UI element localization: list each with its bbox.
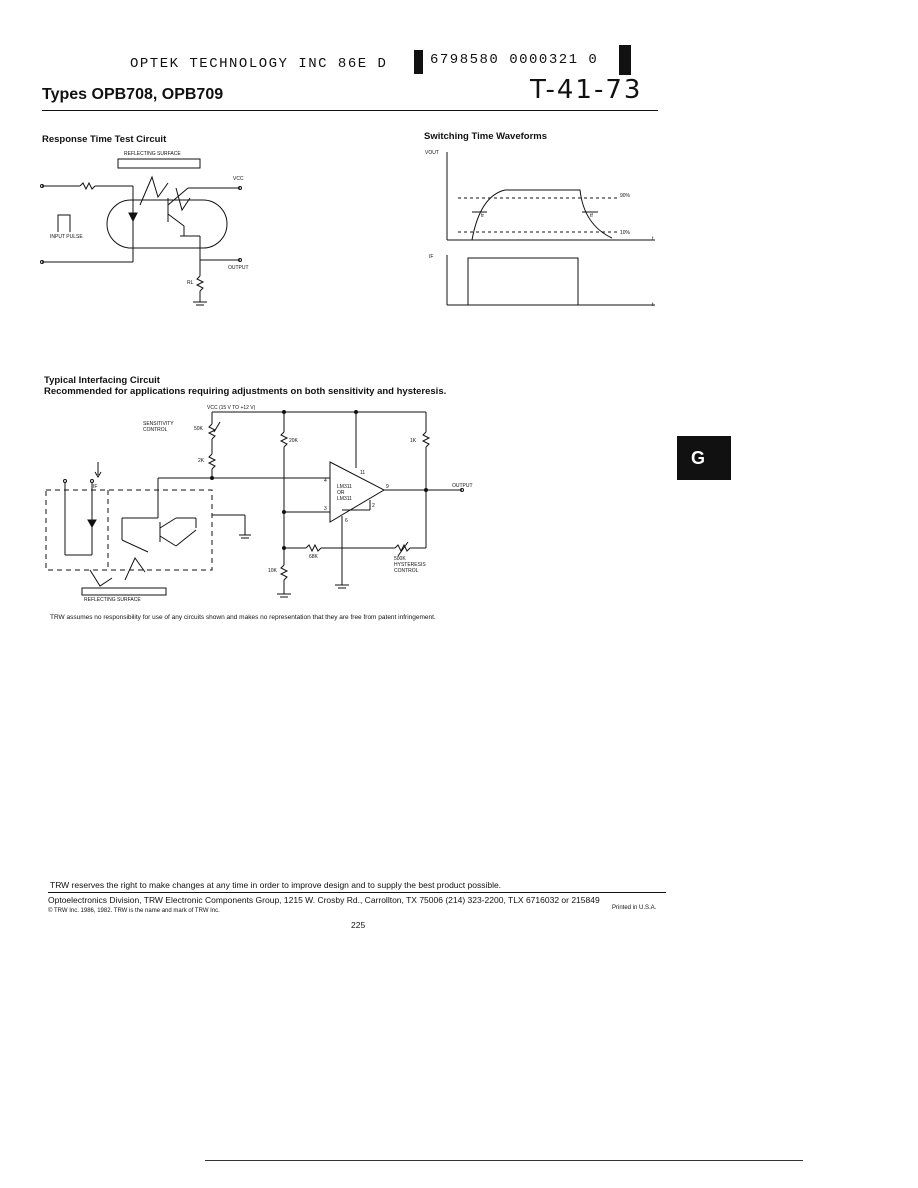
tr-label: tr [481,213,485,219]
pin4-label: 4 [324,478,327,484]
interface-circuit-subtitle: Recommended for applications requiring a… [44,386,447,397]
pin2-label: 2 [372,503,375,509]
hysteresis-label: HYSTERESIS [394,562,426,568]
sensitivity-label: SENSITIVITY [143,421,174,427]
r10k-label: 10K [268,568,277,574]
response-circuit-title: Response Time Test Circuit [42,134,167,145]
tf-label: tf [590,213,593,219]
response-output-label: OUTPUT [228,265,249,271]
time-axis-label-bottom: t [652,302,654,308]
opamp-label-1: LM311 [337,484,352,490]
sensitivity-control-label: CONTROL [143,427,168,433]
pct90-label: 90% [620,193,631,199]
response-reflecting-label: REFLECTING SURFACE [124,151,181,157]
handwritten-code: T-41-73 [530,75,643,105]
footer-copyright: © TRW Inc. 1986, 1982. TRW is the name a… [48,908,220,914]
waveforms-title: Switching Time Waveforms [424,131,547,142]
opamp-label-2: OR [337,490,345,496]
input-pulse-label: INPUT PULSE [50,234,83,240]
pct10-label: 10% [620,230,631,236]
section-tab: G [677,436,731,480]
response-vcc-label: VCC [233,176,244,182]
scan-bottom-line [205,1160,803,1161]
footer-printed: Printed in U.S.A. [612,905,657,911]
r500k-label: 500K [394,556,406,562]
disclaimer: TRW assumes no responsibility for use of… [50,614,436,621]
if-label: IF [429,254,434,260]
r68k-label: 68K [309,554,318,560]
vout-label: VOUT [425,150,439,156]
rl-label: RL [187,280,194,286]
opamp-label-3: LM311 [337,496,352,502]
section-tab-letter: G [691,448,706,468]
interface-reflecting-label: REFLECTING SURFACE [84,597,141,603]
interface-vcc-label: VCC (15 V TO +12 V) [207,405,256,411]
interface-output-label: OUTPUT [452,483,473,489]
sensor-housing [106,199,228,249]
interface-if-label: IF [93,484,98,490]
pin6-label: 6 [345,518,348,524]
time-axis-label-top: t [652,236,654,242]
page-title: Types OPB708, OPB709 [42,86,224,103]
reflecting-surface-box [117,158,201,169]
scan-code-line: 6798580 0000321 0 [430,52,599,68]
r2k-label: 2K [198,458,205,464]
hysteresis-control-label: CONTROL [394,568,419,574]
title-rule [42,110,658,111]
r20k-label: 20K [289,438,298,444]
pin3-label: 3 [324,506,327,512]
footer-division: Optoelectronics Division, TRW Electronic… [48,895,600,905]
scan-mark-left [414,50,423,74]
scan-header-line: OPTEK TECHNOLOGY INC 86E D [130,56,388,72]
footer-rule [48,892,666,893]
interface-circuit-title: Typical Interfacing Circuit [44,375,160,386]
page-number: 225 [351,920,366,930]
r50k-label: 50K [194,426,203,432]
pin9-label: 9 [386,484,389,490]
scan-mark-right [619,45,631,75]
r1k-label: 1K [410,438,417,444]
pin11-label: 11 [360,470,366,476]
footer-reserve: TRW reserves the right to make changes a… [50,880,502,890]
